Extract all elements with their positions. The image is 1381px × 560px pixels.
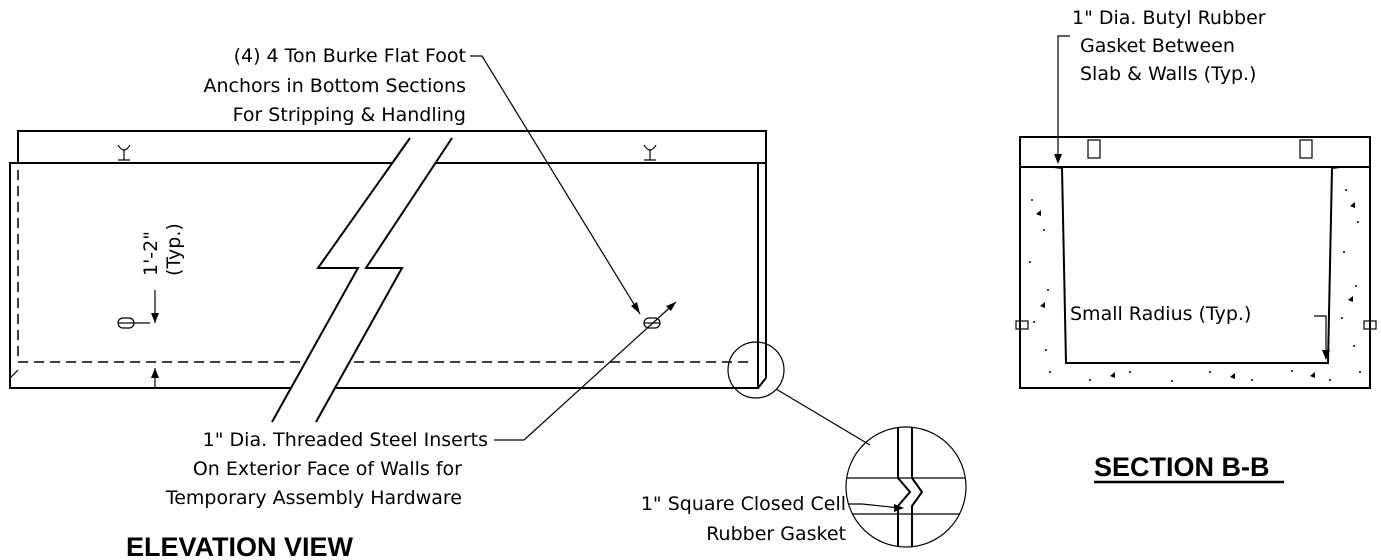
gasket-leader <box>848 503 901 509</box>
section-top-slab <box>1019 136 1371 168</box>
section-void <box>1053 166 1341 364</box>
break-band <box>272 140 452 420</box>
anchor-symbol <box>643 144 657 161</box>
elevation-view: 1'-2" (Typ.) (4) 4 Ton Burke Flat Foot A… <box>9 45 967 560</box>
anchor-leader-arrow <box>631 302 640 314</box>
section-view: 1" Dia. Butyl Rubber Gasket Between Slab… <box>1015 7 1377 484</box>
dimension-typ-label: (Typ.) <box>163 223 185 276</box>
section-gasket-leader <box>1057 35 1070 160</box>
dimension-label: 1'-2" <box>140 231 162 276</box>
gasket-detail-lines <box>846 427 966 547</box>
insert-note-line: 1" Dia. Threaded Steel Inserts <box>203 429 488 451</box>
section-title: SECTION B-B <box>1094 452 1270 482</box>
threaded-insert <box>117 317 135 329</box>
radius-leader-arrow <box>1322 350 1330 360</box>
wall-left-chamfer <box>9 369 19 379</box>
gasket-note-line: Rubber Gasket <box>706 523 846 545</box>
gasket-note-line: 1" Square Closed Cell <box>641 493 846 515</box>
section-outline <box>1019 167 1371 389</box>
anchor-note-line: Anchors in Bottom Sections <box>204 75 466 97</box>
section-insert <box>1299 139 1313 159</box>
insert-leader-arrow <box>666 302 676 311</box>
concrete-hatch <box>1029 189 1361 382</box>
section-side-insert <box>1015 320 1029 330</box>
break-line-right <box>315 137 453 423</box>
section-insert <box>1087 139 1101 159</box>
detail-callout-circle <box>727 341 785 399</box>
section-gasket-leader-arrow <box>1054 154 1062 164</box>
top-slab <box>17 130 767 164</box>
anchor-symbol <box>117 144 131 161</box>
elevation-title: ELEVATION VIEW <box>126 532 354 560</box>
radius-note: Small Radius (Typ.) <box>1070 303 1251 325</box>
radius-leader <box>1314 315 1327 356</box>
anchor-leader <box>470 55 641 315</box>
section-gasket-note-line: Slab & Walls (Typ.) <box>1080 63 1256 85</box>
wall-corner-chamfer <box>757 377 767 389</box>
detail-callout-leader <box>775 388 871 446</box>
break-line-left <box>271 137 411 423</box>
insert-note-line: Temporary Assembly Hardware <box>165 487 462 509</box>
section-side-insert <box>1363 320 1377 330</box>
insert-note-line: On Exterior Face of Walls for <box>193 458 462 480</box>
dimension-marker <box>134 290 159 388</box>
gasket-leader-arrow <box>894 504 904 512</box>
gasket-detail-circle <box>845 426 967 548</box>
section-gasket-note-line: Gasket Between <box>1080 35 1235 57</box>
anchor-note-line: (4) 4 Ton Burke Flat Foot <box>234 45 466 67</box>
section-gasket-note-line: 1" Dia. Butyl Rubber <box>1072 7 1266 29</box>
insert-leader <box>494 301 677 441</box>
anchor-note-line: For Stripping & Handling <box>233 104 466 126</box>
